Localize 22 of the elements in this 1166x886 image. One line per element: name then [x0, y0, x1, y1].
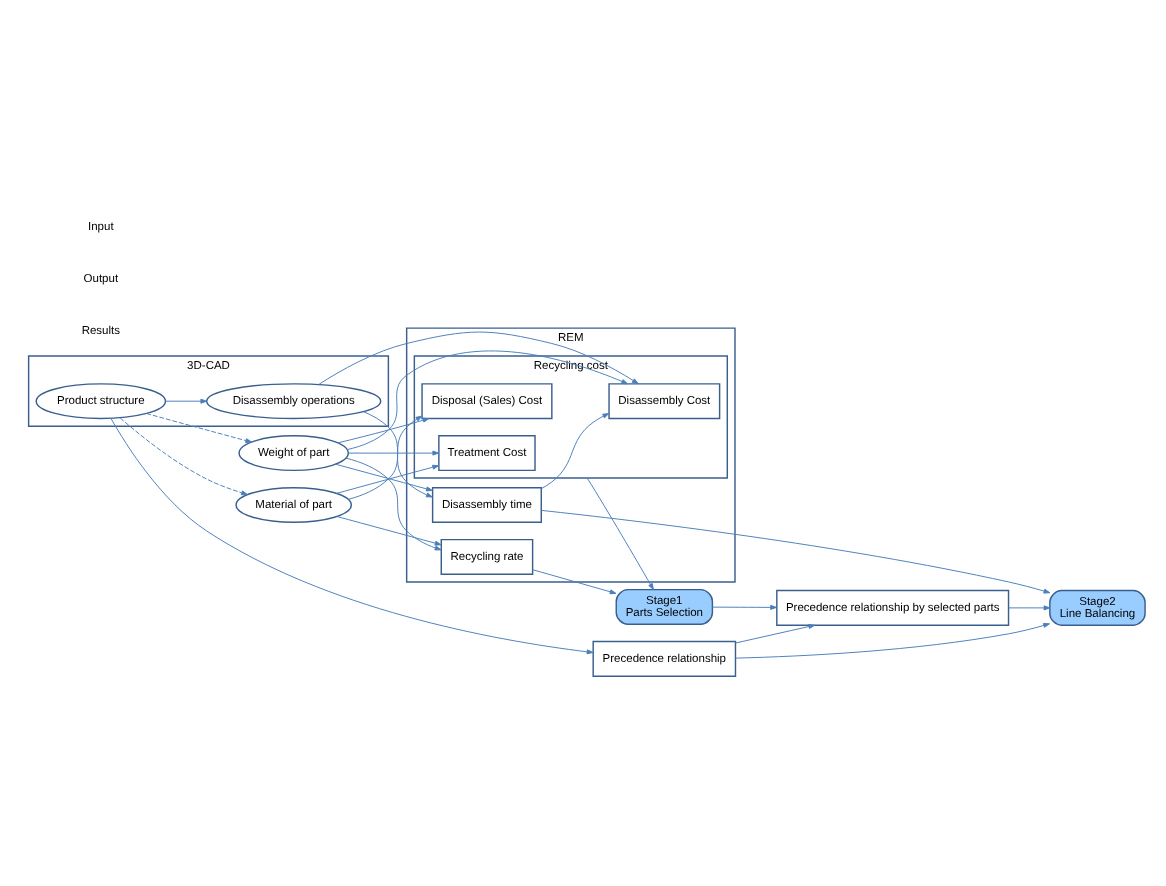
arrow	[145, 413, 253, 444]
arrow	[336, 464, 440, 494]
arrow	[347, 450, 440, 456]
arrow	[735, 623, 1050, 659]
arrow	[335, 463, 433, 492]
arrow	[541, 509, 1051, 594]
arrow	[362, 411, 433, 498]
arrow	[110, 417, 594, 655]
arrow	[735, 624, 816, 644]
arrow	[346, 350, 629, 451]
arrow	[347, 415, 423, 500]
arrow	[164, 398, 208, 404]
arrow	[541, 413, 610, 490]
arrow	[345, 457, 442, 551]
arrow	[1008, 605, 1051, 611]
arrow	[318, 331, 639, 385]
arrow	[712, 604, 777, 610]
arrow	[586, 477, 654, 590]
arrow	[337, 417, 430, 444]
arrow	[336, 516, 442, 546]
arrow	[532, 569, 617, 595]
arrow	[119, 417, 248, 496]
